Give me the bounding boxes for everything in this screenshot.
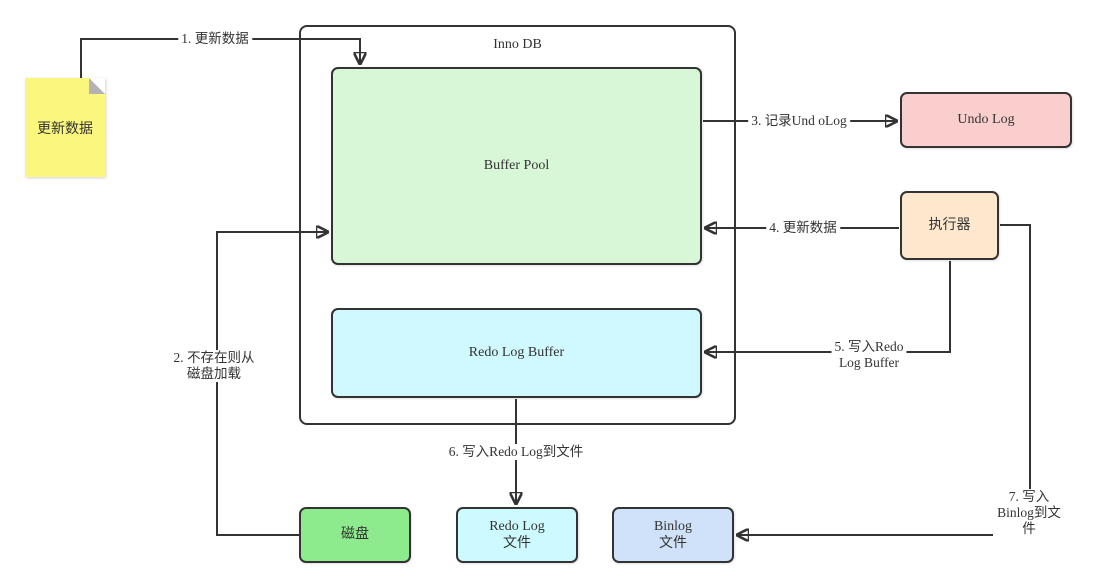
edge-5-label: 5. 写入Redo Log Buffer <box>831 339 907 371</box>
node-executor: 执行器 <box>900 191 999 260</box>
edge-2-load-from-disk-line <box>216 232 327 536</box>
note-label: 更新数据 <box>37 121 93 137</box>
edge-2-label: 2. 不存在则从 磁盘加载 <box>170 350 258 382</box>
node-binlog-file: Binlog 文件 <box>612 507 734 563</box>
node-redo-log-buffer: Redo Log Buffer <box>331 308 702 398</box>
edge-7-write-binlog-file-line <box>738 224 1031 535</box>
edge-1-label: 1. 更新数据 <box>178 31 252 47</box>
node-buffer-pool: Buffer Pool <box>331 67 702 265</box>
note-update-data: 更新数据 <box>25 78 105 177</box>
edge-7-label: 7. 写入Binlog到文件 <box>993 489 1065 537</box>
node-disk: 磁盘 <box>299 507 411 563</box>
edge-5-write-redo-buffer-line <box>706 261 951 352</box>
node-redo-log-file: Redo Log 文件 <box>456 507 578 563</box>
edge-4-label: 4. 更新数据 <box>766 220 840 236</box>
innodb-container-label: Inno DB <box>493 37 542 52</box>
note-folded-corner <box>89 78 105 94</box>
innodb-container: Inno DB <box>299 25 736 425</box>
node-undo-log: Undo Log <box>900 92 1072 148</box>
edge-6-label: 6. 写入Redo Log到文件 <box>445 444 587 460</box>
edge-3-label: 3. 记录Und oLog <box>748 113 850 129</box>
